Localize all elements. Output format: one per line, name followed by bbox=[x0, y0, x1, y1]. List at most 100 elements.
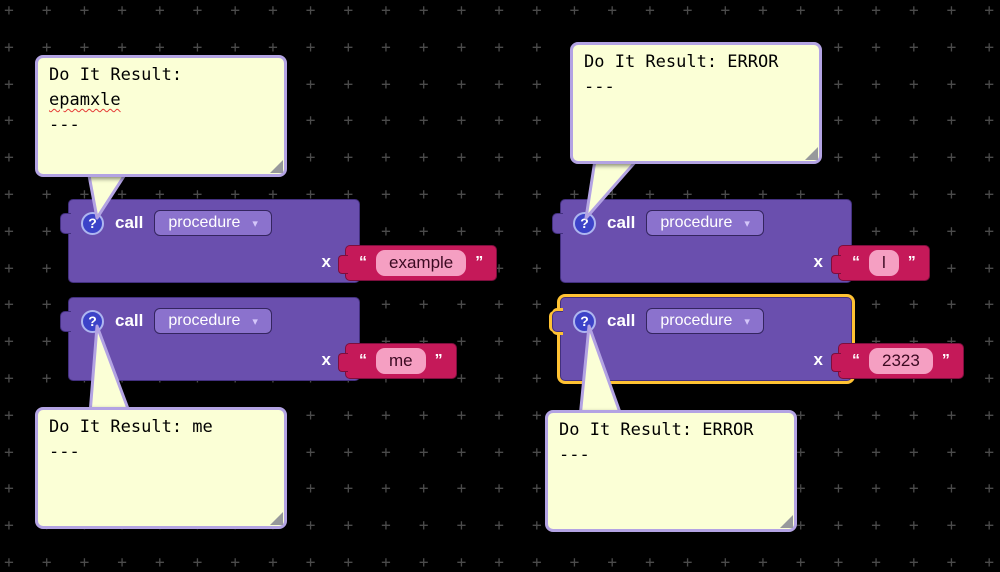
grid-plus: + bbox=[531, 442, 542, 462]
procedure-dropdown[interactable]: procedure ▾ bbox=[646, 308, 764, 334]
grid-plus: + bbox=[41, 37, 52, 57]
grid-plus: + bbox=[908, 515, 919, 535]
comment-bubble[interactable]: Do It Result: me --- bbox=[35, 407, 287, 529]
dropdown-arrow-icon: ▾ bbox=[252, 315, 258, 328]
close-quote: ” bbox=[434, 352, 443, 369]
grid-plus: + bbox=[41, 184, 52, 204]
comment-bubble[interactable]: Do It Result: ERROR --- bbox=[570, 42, 822, 164]
grid-plus: + bbox=[682, 552, 693, 572]
string-block[interactable]: “ l ” bbox=[831, 245, 930, 281]
grid-plus: + bbox=[456, 515, 467, 535]
grid-plus: + bbox=[531, 258, 542, 278]
grid-plus: + bbox=[871, 74, 881, 94]
grid-plus: + bbox=[871, 0, 881, 20]
grid-plus: + bbox=[908, 147, 919, 167]
grid-plus: + bbox=[720, 552, 731, 572]
grid-plus: + bbox=[305, 442, 316, 462]
open-quote: “ bbox=[359, 254, 367, 271]
dropdown-arrow-icon: ▾ bbox=[744, 217, 750, 230]
grid-plus: + bbox=[456, 405, 467, 425]
grid-plus: + bbox=[117, 0, 127, 20]
param-label-x: x bbox=[813, 350, 823, 369]
grid-plus: + bbox=[268, 184, 278, 204]
grid-plus: + bbox=[494, 147, 504, 167]
grid-plus: + bbox=[494, 552, 504, 572]
grid-plus: + bbox=[984, 221, 995, 241]
grid-plus: + bbox=[305, 405, 316, 425]
comment-bubble[interactable]: Do It Result: ERROR --- bbox=[545, 410, 797, 532]
comment-text-line: --- bbox=[49, 442, 80, 462]
grid-plus: + bbox=[305, 37, 316, 57]
grid-plus: + bbox=[531, 515, 542, 535]
grid-plus: + bbox=[192, 184, 203, 204]
grid-plus: + bbox=[41, 258, 52, 278]
string-block[interactable]: “ example ” bbox=[337, 245, 498, 281]
procedure-dropdown[interactable]: procedure ▾ bbox=[154, 210, 272, 236]
procedure-call-block-selected[interactable]: ? call procedure ▾ x bbox=[552, 297, 852, 381]
grid-plus: + bbox=[343, 552, 354, 572]
grid-plus: + bbox=[984, 368, 995, 388]
procedure-call-block[interactable]: ? call procedure ▾ x bbox=[552, 199, 852, 283]
string-block[interactable]: “ me ” bbox=[338, 343, 457, 379]
string-value[interactable]: l bbox=[869, 250, 899, 276]
grid-plus: + bbox=[41, 294, 52, 314]
call-label: call bbox=[115, 311, 144, 330]
grid-plus: + bbox=[871, 147, 881, 167]
resize-handle-icon[interactable] bbox=[780, 515, 793, 528]
grid-plus: + bbox=[418, 405, 429, 425]
grid-plus: + bbox=[418, 184, 429, 204]
open-quote: “ bbox=[852, 254, 860, 271]
comment-text-line: --- bbox=[584, 77, 615, 97]
grid-plus: + bbox=[645, 552, 655, 572]
grid-plus: + bbox=[41, 221, 52, 241]
grid-plus: + bbox=[946, 74, 957, 94]
grid-plus: + bbox=[908, 405, 919, 425]
string-block[interactable]: “ 2323 ” bbox=[831, 343, 964, 379]
block-header-row: ? call procedure ▾ bbox=[561, 298, 851, 344]
grid-plus: + bbox=[871, 221, 881, 241]
grid-plus: + bbox=[381, 552, 391, 572]
grid-plus: + bbox=[795, 405, 806, 425]
grid-plus: + bbox=[154, 552, 165, 572]
grid-plus: + bbox=[795, 184, 806, 204]
grid-plus: + bbox=[456, 221, 467, 241]
string-value[interactable]: me bbox=[376, 348, 426, 374]
grid-plus: + bbox=[984, 147, 995, 167]
grid-plus: + bbox=[381, 184, 391, 204]
procedure-dropdown[interactable]: procedure ▾ bbox=[646, 210, 764, 236]
resize-handle-icon[interactable] bbox=[270, 160, 283, 173]
resize-handle-icon[interactable] bbox=[805, 147, 818, 160]
grid-plus: + bbox=[117, 552, 127, 572]
grid-plus: + bbox=[79, 184, 90, 204]
procedure-call-block[interactable]: ? call procedure ▾ x bbox=[60, 199, 360, 283]
grid-plus: + bbox=[682, 184, 693, 204]
grid-plus: + bbox=[569, 552, 580, 572]
grid-plus: + bbox=[984, 478, 995, 498]
grid-plus: + bbox=[908, 331, 919, 351]
grid-plus: + bbox=[946, 184, 957, 204]
comment-bubble[interactable]: Do It Result: epamxle --- bbox=[35, 55, 287, 177]
grid-plus: + bbox=[305, 74, 316, 94]
grid-plus: + bbox=[154, 184, 165, 204]
grid-plus: + bbox=[531, 405, 542, 425]
block-param-row: x bbox=[561, 246, 851, 278]
grid-plus: + bbox=[569, 0, 580, 20]
grid-plus: + bbox=[456, 147, 467, 167]
procedure-dropdown[interactable]: procedure ▾ bbox=[154, 308, 272, 334]
grid-plus: + bbox=[984, 0, 995, 20]
grid-plus: + bbox=[343, 184, 354, 204]
string-value[interactable]: example bbox=[376, 250, 467, 276]
grid-plus: + bbox=[946, 147, 957, 167]
procedure-call-block[interactable]: ? call procedure ▾ x bbox=[60, 297, 360, 381]
call-label: call bbox=[607, 213, 636, 232]
resize-handle-icon[interactable] bbox=[270, 512, 283, 525]
grid-plus: + bbox=[531, 37, 542, 57]
grid-plus: + bbox=[381, 147, 391, 167]
help-icon[interactable]: ? bbox=[573, 211, 596, 235]
grid-plus: + bbox=[418, 331, 429, 351]
string-value[interactable]: 2323 bbox=[869, 348, 933, 374]
grid-plus: + bbox=[456, 110, 467, 130]
dropdown-arrow-icon: ▾ bbox=[744, 315, 750, 328]
grid-plus: + bbox=[268, 0, 278, 20]
